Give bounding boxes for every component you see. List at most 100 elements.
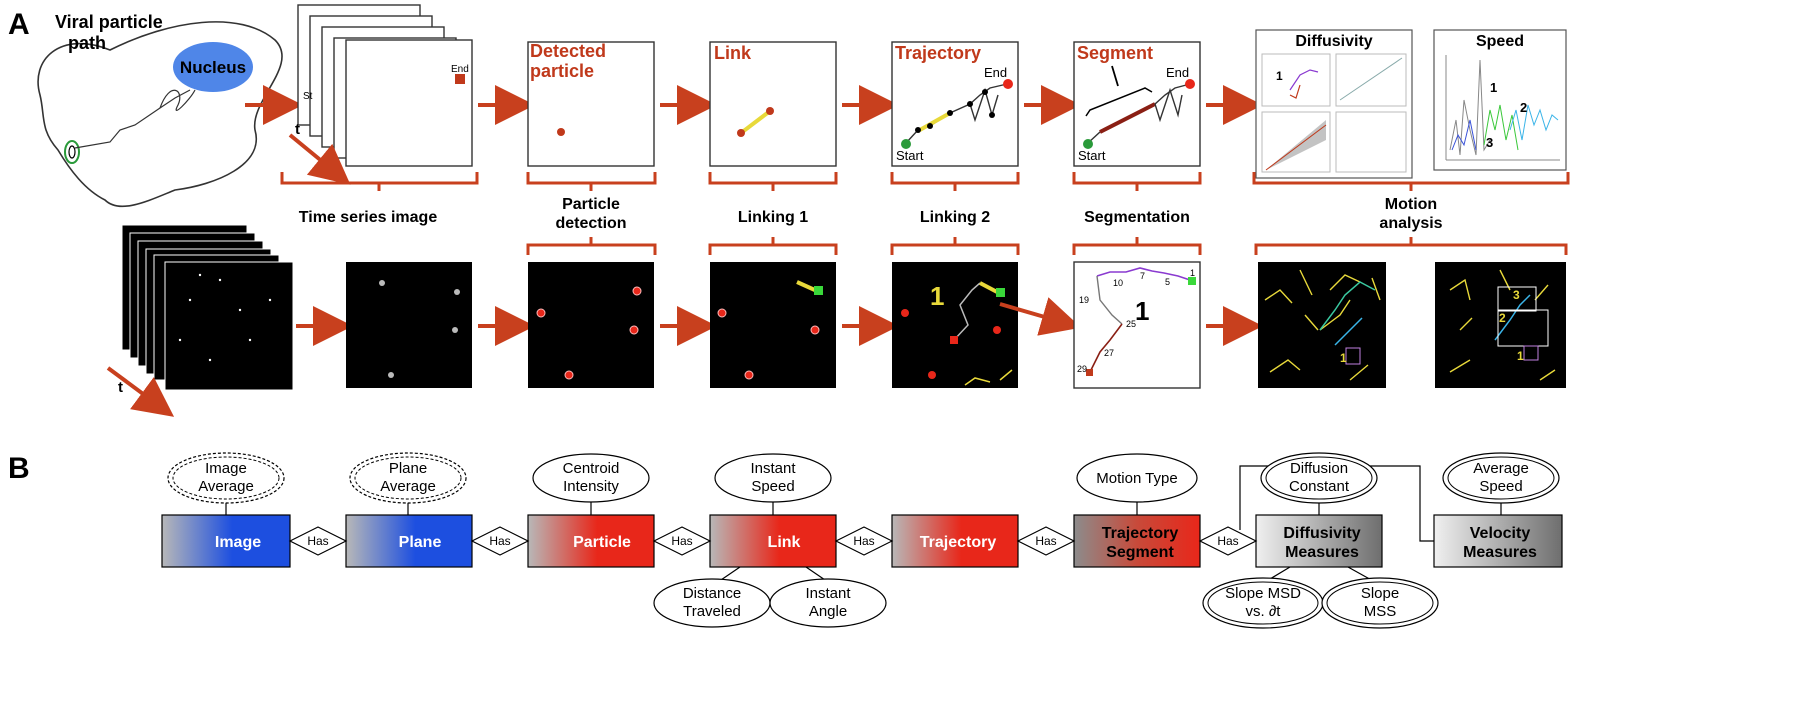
attr-image-average-1: Image [205,460,247,477]
step-linking1: Linking 1 [738,209,808,226]
entity-velocity-label-2: Measures [1463,544,1537,561]
diffusivity-plot: Diffusivity 1 [1255,29,1413,179]
attr-centroid-intensity: Centroid Intensity [532,453,650,503]
attr-centroid-2: Intensity [563,478,619,495]
rel-has-4-label: Has [853,534,874,548]
detected-particle-panel: Detected particle [527,41,655,167]
rel-has-1: Has [288,526,348,556]
rel-has-6: Has [1198,526,1258,556]
linking2-label: 1 [930,281,944,311]
entity-diffusivity-measures: Diffusivity Measures [1255,514,1383,568]
linking1-image [710,262,836,388]
attr-distance-1: Distance [683,585,741,602]
attr-slope-mss-1: Slope [1361,585,1399,602]
entity-segment-label-1: Trajectory [1102,525,1179,542]
segment-panel: Segment End Start [1073,41,1201,167]
speed-plot: Speed 1 2 3 [1433,29,1567,171]
seg-num-19: 19 [1079,295,1089,305]
attr-instant-speed-1: Instant [750,460,796,477]
cell-diagram: Nucleus Viral particle path [37,12,283,208]
entity-diffusivity-label-2: Measures [1285,544,1359,561]
seg-num-5: 5 [1165,277,1170,287]
entity-particle: Particle [527,514,655,568]
linking2-image [892,262,1018,388]
segment-start: Start [1078,148,1106,163]
step-motion-analysis-2: analysis [1379,215,1442,232]
step-motion-analysis-1: Motion [1385,196,1437,213]
entity-velocity-measures: Velocity Measures [1433,514,1563,568]
rel-has-4: Has [834,526,894,556]
attr-image-average: Image Average [167,452,285,504]
panel-b-label: B [8,452,30,485]
motion1-label-1: 1 [1340,351,1347,365]
attr-plane-average-1: Plane [389,460,427,477]
attr-diffusion-constant: Diffusion Constant [1260,452,1378,504]
diffusivity-title: Diffusivity [1295,33,1372,50]
bottom-image-stack: t [106,224,294,417]
attr-slope-mss-2: MSS [1364,603,1397,620]
entity-velocity-label-1: Velocity [1470,525,1531,542]
trajectory-title: Trajectory [895,43,981,63]
single-frame-image [346,262,472,388]
detected-title-1: Detected [530,41,606,61]
link-title: Link [714,43,752,63]
motion2-label-3: 3 [1513,288,1520,302]
attr-instant-speed: Instant Speed [714,453,832,503]
entity-image-label: Image [215,534,261,551]
time-series-stack: St End t [288,4,473,185]
attr-slope-mss: Slope MSS [1321,577,1439,629]
attr-slope-msd-2: vs. ∂t [1246,603,1282,620]
trajectory-panel: Trajectory End Start [891,41,1019,167]
step-linking2: Linking 2 [920,209,990,226]
cell-title-1: Viral particle [55,12,163,32]
trajectory-end: End [984,65,1007,80]
seg-num-10: 10 [1113,278,1123,288]
attr-plane-average-2: Average [380,478,436,495]
entity-particle-label: Particle [573,534,631,551]
attr-instant-speed-2: Speed [751,478,794,495]
link-panel: Link [709,41,837,167]
rel-has-6-label: Has [1217,534,1238,548]
entity-image: Image [161,514,291,568]
attr-centroid-1: Centroid [563,460,620,477]
rel-has-3-label: Has [671,534,692,548]
segmentation-big-label: 1 [1135,296,1149,326]
attr-instant-angle-2: Angle [809,603,847,620]
rel-has-2: Has [470,526,530,556]
entity-plane: Plane [345,514,473,568]
attributes: Image Average Plane Average Centroid Int… [167,452,1560,629]
attr-diffusion-2: Constant [1289,478,1350,495]
rel-has-1-label: Has [307,534,328,548]
motion2-label-2: 2 [1499,311,1506,325]
entity-trajectory-segment: Trajectory Segment [1073,514,1201,568]
attr-instant-angle-1: Instant [805,585,851,602]
entity-trajectory-label: Trajectory [920,534,997,551]
attr-distance-2: Traveled [683,603,741,620]
rel-has-5-label: Has [1035,534,1056,548]
top-brackets [280,172,1570,191]
bottom-brackets [526,237,1568,255]
motion-image-2 [1435,262,1566,388]
entity-trajectory: Trajectory [891,514,1019,568]
rel-has-2-label: Has [489,534,510,548]
speed-marker-3: 3 [1486,135,1493,150]
segment-end: End [1166,65,1189,80]
step-particle-detection-1: Particle [562,196,620,213]
step-time-series: Time series image [299,209,438,226]
seg-num-29: 29 [1077,364,1087,374]
segment-title: Segment [1077,43,1153,63]
detected-title-2: particle [530,61,594,81]
step-segmentation: Segmentation [1084,209,1190,226]
panel-a-label: A [8,8,30,41]
entity-link: Link [709,514,837,568]
attr-average-speed: Average Speed [1442,452,1560,504]
attr-image-average-2: Average [198,478,254,495]
seg-num-27: 27 [1104,348,1114,358]
velocity-connector [1239,465,1434,542]
detection-image [528,262,654,388]
seg-num-1: 1 [1190,268,1195,278]
stack-end-label: End [451,64,469,75]
trajectory-start: Start [896,148,924,163]
attr-slope-msd-1: Slope MSD [1225,585,1301,602]
